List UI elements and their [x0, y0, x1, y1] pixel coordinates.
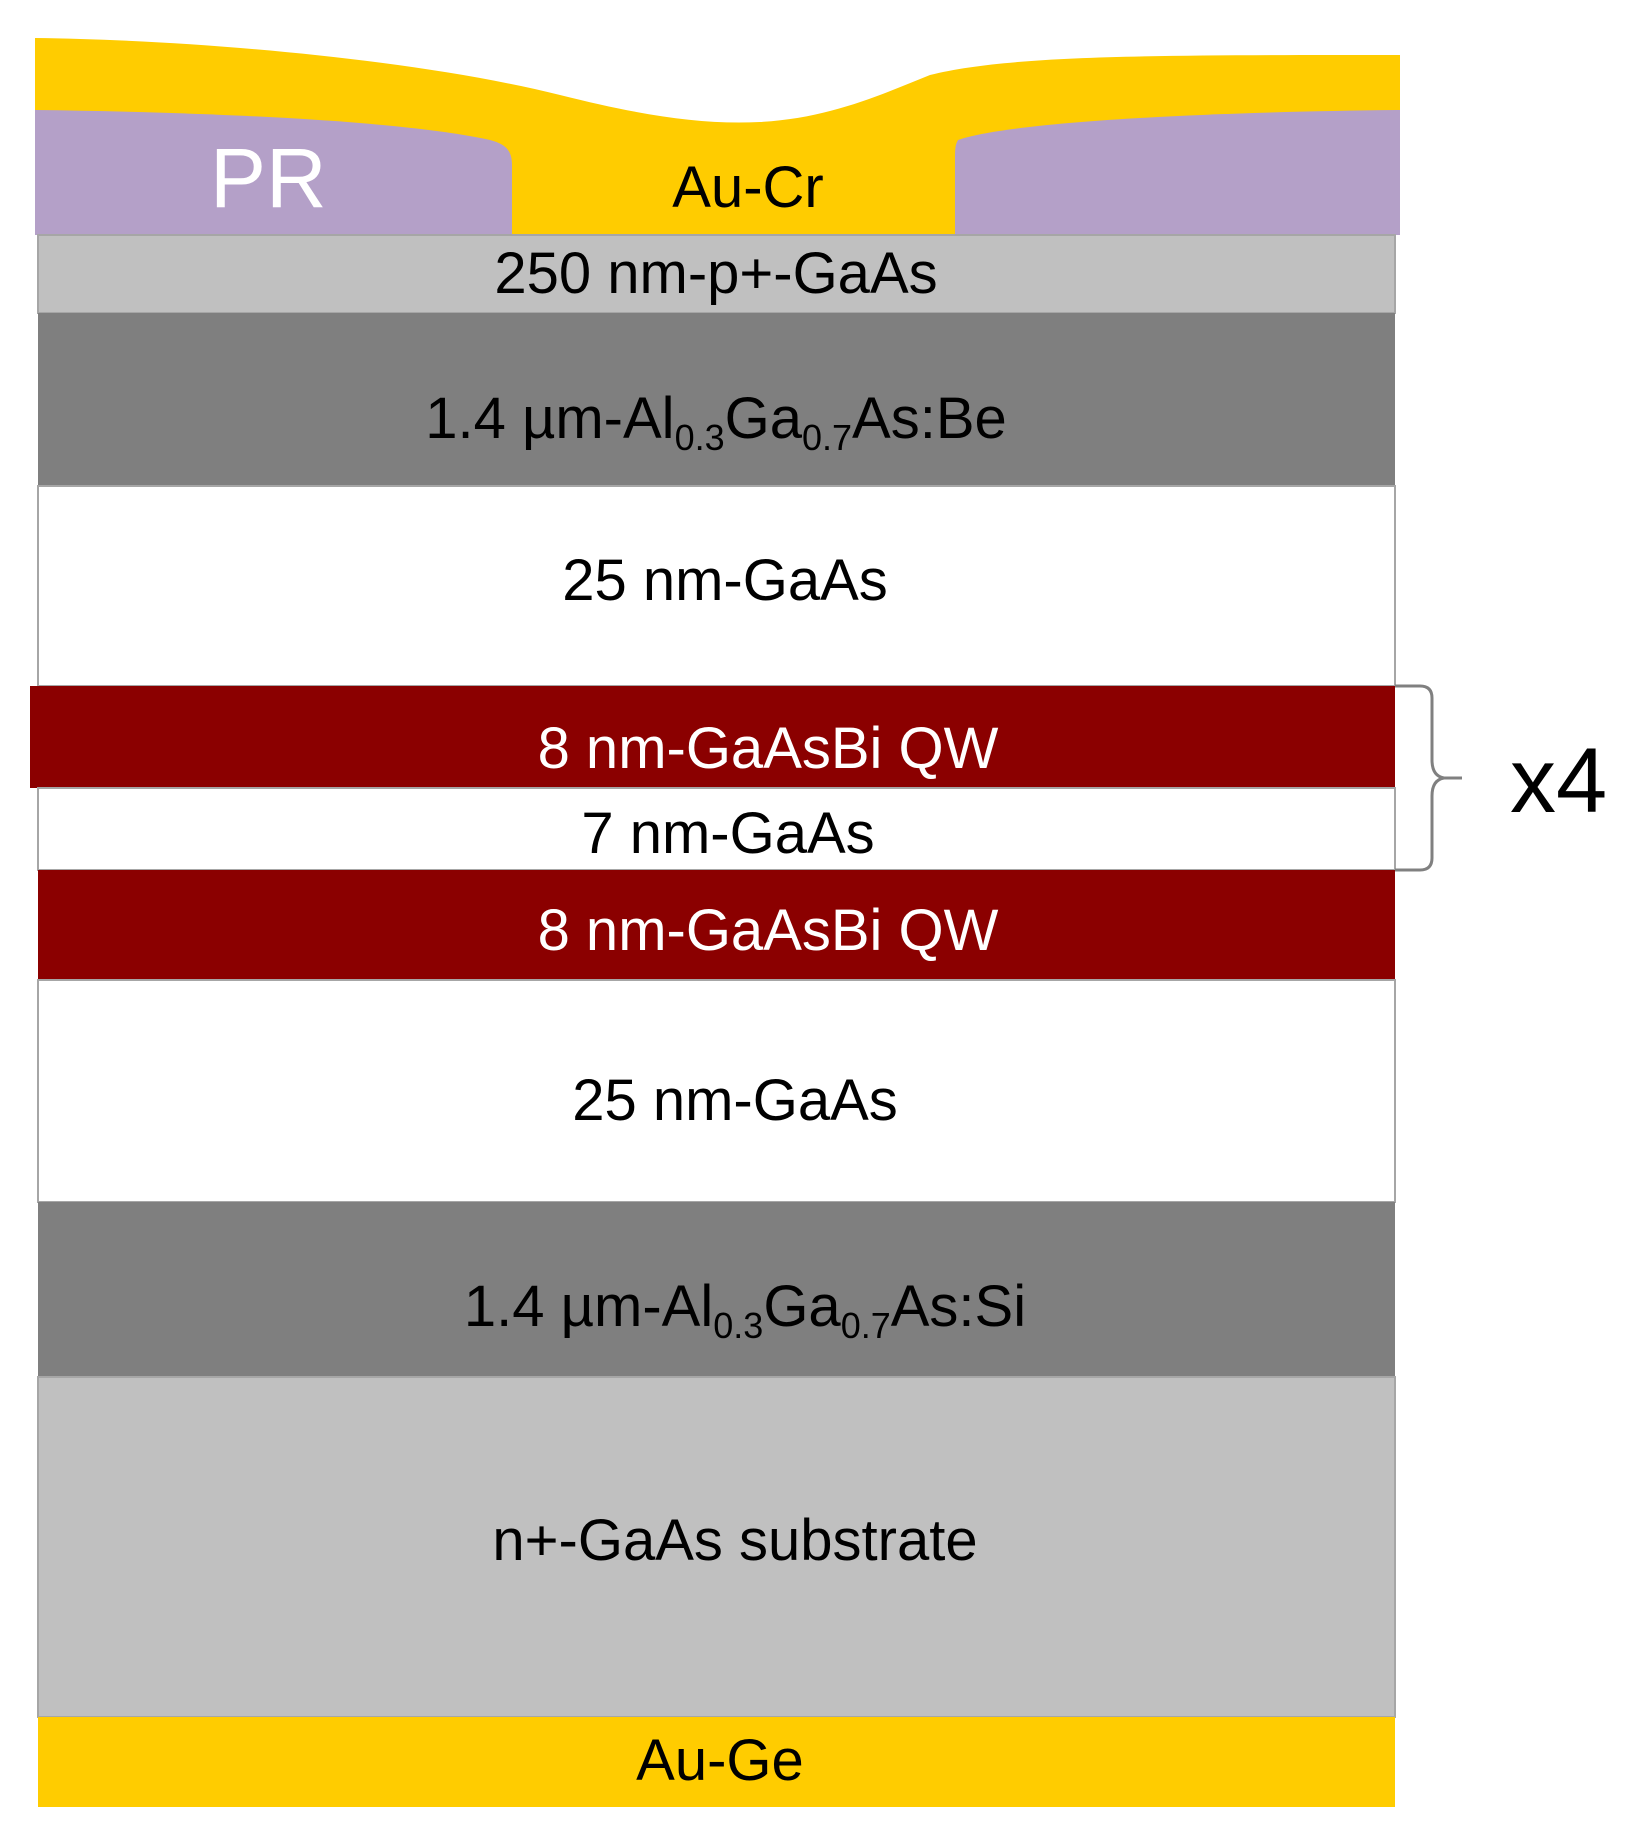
cap-layer-label: 250 nm-p+-GaAs: [494, 241, 937, 306]
cap-layer: [37, 234, 1396, 314]
au-ge-contact: [38, 1717, 1395, 1807]
last-qw-label: 8 nm-GaAsBi QW: [538, 898, 999, 963]
top-cladding-layer: [38, 313, 1395, 486]
au-cr-label: Au-Cr: [672, 155, 823, 220]
repeat-bracket: [1395, 684, 1462, 872]
barrier-layer: [37, 787, 1396, 871]
repeat-count-label: x4: [1510, 730, 1607, 832]
photoresist-left: [35, 110, 512, 235]
au-ge-label: Au-Ge: [636, 1728, 804, 1793]
repeated-qw-layer: [30, 686, 1395, 788]
top-spacer-label: 25 nm-GaAs: [562, 548, 888, 613]
top-spacer-layer: [37, 485, 1396, 687]
bottom-cladding-label: 1.4 µm-Al0.3Ga0.7As:Si: [464, 1274, 1026, 1346]
last-qw-layer: [38, 870, 1395, 980]
photoresist-right: [955, 110, 1400, 235]
top-cladding-label: 1.4 µm-Al0.3Ga0.7As:Be: [425, 386, 1007, 458]
pr-label: PR: [210, 131, 327, 225]
substrate-layer: [37, 1376, 1396, 1718]
bottom-spacer-layer: [37, 979, 1396, 1203]
bottom-spacer-label: 25 nm-GaAs: [572, 1068, 898, 1133]
repeated-qw-label: 8 nm-GaAsBi QW: [538, 716, 999, 781]
substrate-label: n+-GaAs substrate: [492, 1508, 977, 1573]
bottom-cladding-layer: [38, 1202, 1395, 1377]
barrier-label: 7 nm-GaAs: [581, 801, 874, 866]
